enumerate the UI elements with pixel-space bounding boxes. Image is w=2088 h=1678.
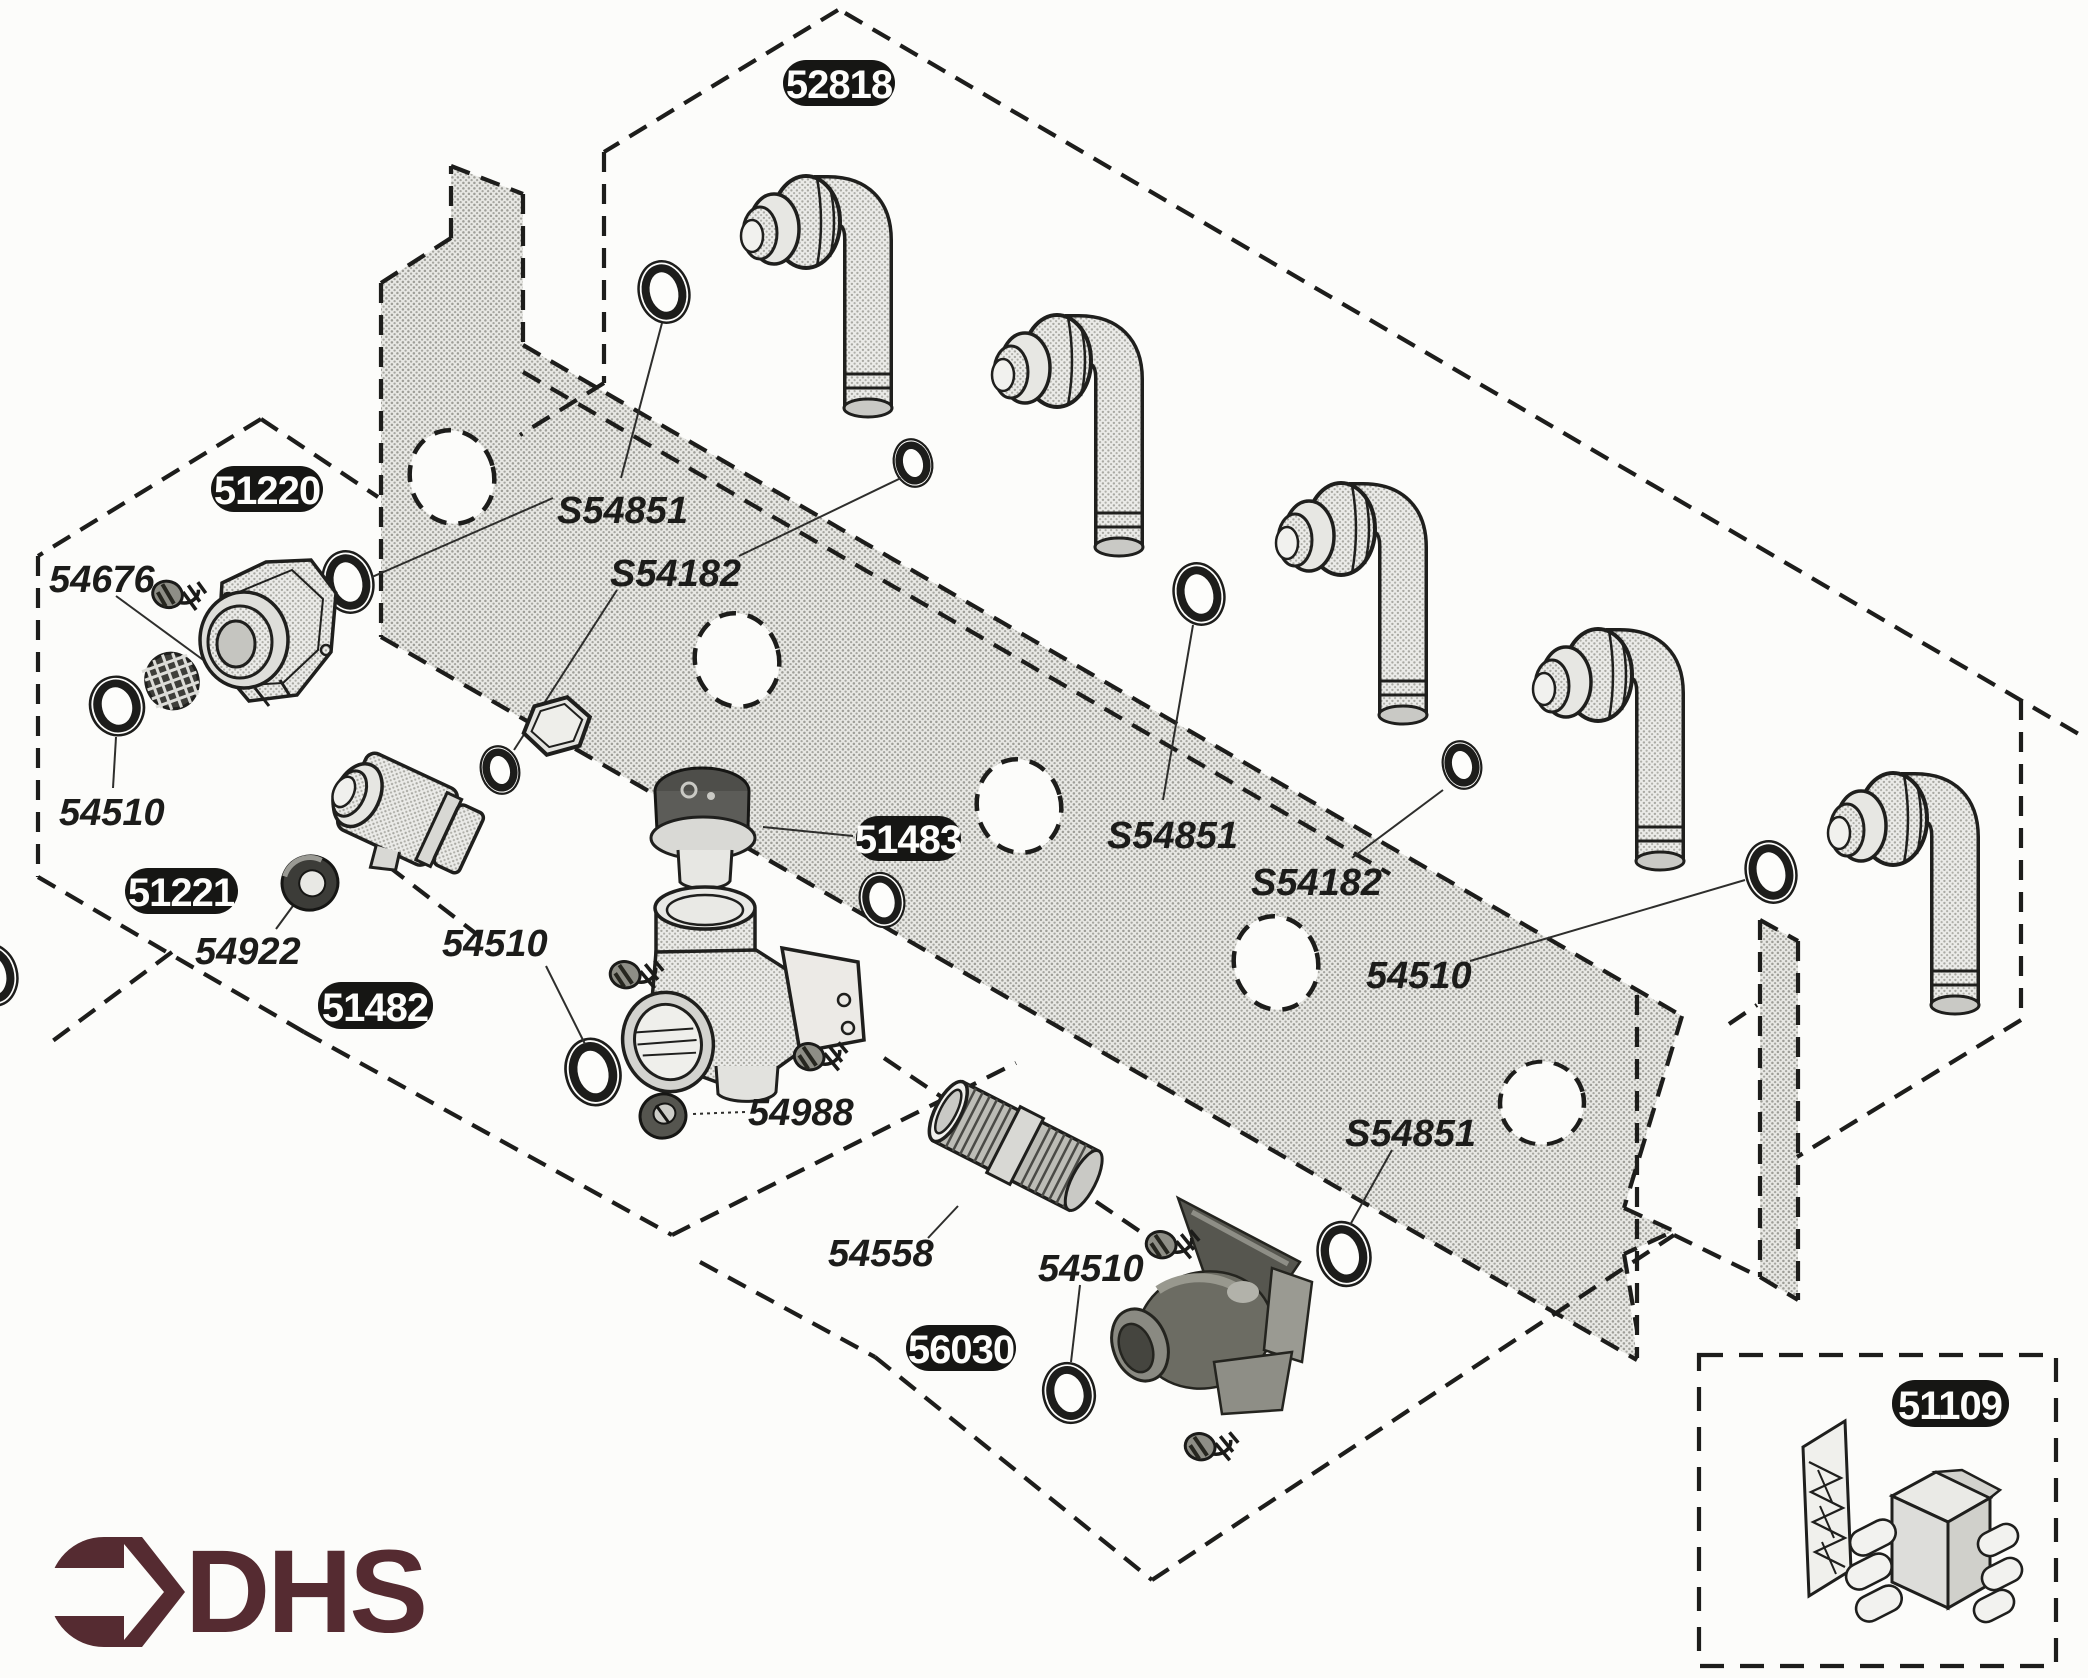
svg-text:54922: 54922 — [195, 931, 301, 973]
svg-text:S54851: S54851 — [1107, 815, 1238, 857]
svg-text:51109: 51109 — [1898, 1384, 2002, 1428]
svg-text:S54182: S54182 — [1251, 862, 1382, 904]
svg-text:DHS: DHS — [185, 1526, 425, 1658]
svg-text:52818: 52818 — [786, 63, 893, 107]
svg-text:54510: 54510 — [442, 923, 548, 965]
svg-text:54676: 54676 — [49, 559, 156, 601]
svg-text:51483: 51483 — [855, 818, 961, 862]
svg-text:54988: 54988 — [748, 1092, 855, 1134]
svg-text:54510: 54510 — [59, 792, 165, 834]
svg-text:S54182: S54182 — [610, 553, 741, 595]
svg-text:51482: 51482 — [322, 986, 428, 1030]
svg-text:54510: 54510 — [1038, 1248, 1144, 1290]
svg-text:S54851: S54851 — [557, 490, 688, 532]
svg-text:56030: 56030 — [908, 1328, 1014, 1372]
svg-text:54510: 54510 — [1366, 955, 1472, 997]
svg-text:51221: 51221 — [128, 871, 235, 915]
svg-text:51220: 51220 — [214, 469, 320, 513]
svg-text:S54851: S54851 — [1345, 1113, 1476, 1155]
svg-text:54558: 54558 — [828, 1233, 935, 1275]
